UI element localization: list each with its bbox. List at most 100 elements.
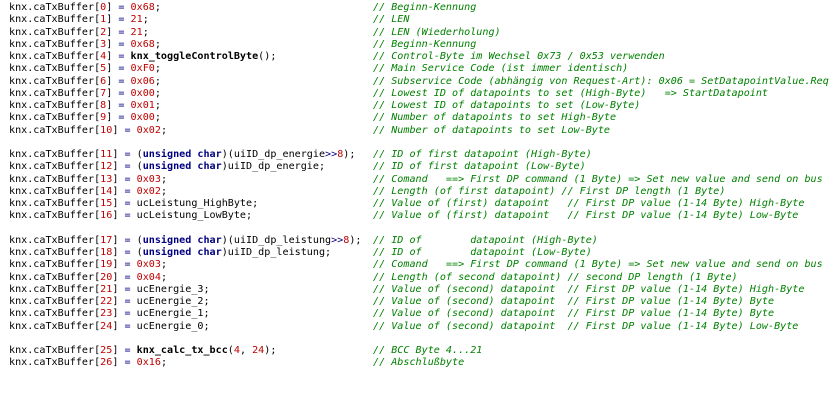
code-text: ; [160, 271, 168, 283]
operator: = [124, 259, 131, 271]
number-literal: 17 [100, 234, 113, 246]
code-statement: knx.caTxBuffer[14] = 0x02; [9, 186, 167, 198]
code-statement: knx.caTxBuffer[20] = 0x04; [9, 272, 167, 284]
number-literal: 23 [100, 308, 113, 320]
operator: >> [331, 234, 344, 246]
code-text: ; [154, 38, 161, 50]
code-statement: knx.caTxBuffer[16] = ucLeistung_LowByte; [9, 210, 252, 222]
code-comment: // Value of (first) datapoint // First D… [373, 210, 799, 222]
code-line: knx.caTxBuffer[1] = 21; // LEN [0, 14, 838, 26]
code-text: knx.caTxBuffer[ [9, 124, 101, 136]
code-text: ; [160, 357, 168, 369]
number-literal: 0x00 [130, 87, 155, 99]
code-text: ucEnergie_0; [130, 320, 210, 332]
code-statement: knx.caTxBuffer[25] = knx_calc_tx_bcc(4, … [9, 345, 276, 357]
code-text: ; [154, 75, 161, 87]
code-text: knx.caTxBuffer[ [9, 112, 101, 124]
code-comment: // Beginn-Kennung [373, 2, 477, 13]
code-text: ); [349, 234, 362, 246]
number-literal: 21 [100, 283, 113, 295]
code-text: ); [343, 149, 356, 160]
code-text: ; [154, 63, 161, 75]
code-statement: knx.caTxBuffer[9] = 0x00; [9, 112, 161, 124]
code-text: knx.caTxBuffer[ [9, 259, 101, 271]
number-literal: 16 [100, 210, 113, 222]
operator: = [124, 185, 131, 197]
code-comment: // ID of first datapoint (High-Byte) [373, 149, 592, 160]
code-text: ] [112, 271, 125, 283]
operator: = [118, 75, 125, 87]
code-text: ] [112, 345, 125, 356]
code-text: ( [130, 234, 143, 246]
code-line: knx.caTxBuffer[22] = ucEnergie_2;// Valu… [0, 296, 838, 308]
operator: = [124, 296, 131, 307]
function-name: knx_calc_tx_bcc [136, 345, 228, 356]
number-literal: 0x02 [136, 124, 161, 136]
number-literal: 4 [100, 51, 107, 62]
operator: = [124, 161, 131, 173]
code-text: ] [106, 38, 119, 50]
code-statement: knx.caTxBuffer[11] = (unsigned char)(uiI… [9, 149, 355, 161]
number-literal: 26 [100, 357, 113, 369]
code-comment: // ID of first datapoint (Low-Byte) [373, 161, 586, 173]
code-text: ] [112, 259, 125, 271]
code-comment: // Abschlußbyte [373, 357, 465, 369]
number-literal: 0 [100, 2, 107, 13]
operator: = [118, 14, 125, 26]
code-text: knx.caTxBuffer[ [9, 14, 101, 26]
number-literal: 18 [100, 247, 113, 258]
code-text: knx.caTxBuffer[ [9, 357, 101, 369]
operator: = [124, 345, 131, 356]
code-text: ] [106, 26, 119, 38]
operator: = [124, 308, 131, 320]
code-line: knx.caTxBuffer[2] = 21;// LEN (Wiederhol… [0, 27, 838, 39]
code-text: )(uiID_dp_leistung [221, 234, 332, 246]
type-keyword: unsigned char [142, 161, 222, 173]
code-text: ; [160, 173, 168, 185]
code-comment: // LEN (Wiederholung) [373, 26, 501, 38]
operator: = [118, 51, 125, 62]
code-text: ] [112, 210, 125, 222]
code-statement: knx.caTxBuffer[1] = 21; [9, 14, 149, 26]
code-text: ] [106, 51, 119, 62]
code-text: ] [106, 14, 119, 26]
code-text: ] [112, 247, 125, 258]
code-text: knx.caTxBuffer[ [9, 100, 101, 111]
code-comment: // Value of (second) datapoint // First … [373, 320, 799, 332]
code-line: knx.caTxBuffer[18] = (unsigned char)uiID… [0, 247, 838, 259]
operator: >> [325, 149, 338, 160]
code-line: knx.caTxBuffer[23] = ucEnergie_1;// Valu… [0, 308, 838, 320]
code-statement: knx.caTxBuffer[8] = 0x01; [9, 100, 161, 112]
code-comment: // Main Service Code (ist immer identisc… [373, 63, 629, 75]
operator: = [124, 247, 131, 258]
code-comment: // Length (of second datapoint) // secon… [373, 271, 738, 283]
code-comment: // Number of datapoints to set High-Byte [373, 112, 617, 124]
code-statement: knx.caTxBuffer[17] = (unsigned char)(uiI… [9, 235, 362, 247]
number-literal: 8 [100, 100, 107, 111]
type-keyword: unsigned char [142, 149, 222, 160]
code-comment: // Number of datapoints to set Low-Byte [373, 124, 611, 136]
code-comment: // Value of (first) datapoint // First D… [373, 198, 805, 209]
code-text: , [239, 345, 253, 356]
code-text: ] [106, 112, 119, 124]
code-statement: knx.caTxBuffer[5] = 0xF0; [9, 63, 161, 75]
code-statement: knx.caTxBuffer[0] = 0x68; [9, 2, 161, 14]
code-line: knx.caTxBuffer[4] = knx_toggleControlByt… [0, 51, 838, 63]
number-literal: 0x03 [136, 173, 161, 185]
code-statement: knx.caTxBuffer[4] = knx_toggleControlByt… [9, 51, 276, 63]
blank-line [0, 223, 838, 235]
operator: = [124, 124, 131, 136]
number-literal: 0x16 [136, 357, 161, 369]
code-text: ] [106, 75, 119, 87]
number-literal: 0xF0 [130, 63, 155, 75]
code-text: ucLeistung_HighByte; [130, 198, 259, 209]
code-line: knx.caTxBuffer[9] = 0x00; // Number of da… [0, 112, 838, 124]
code-text: knx.caTxBuffer[ [9, 38, 101, 50]
number-literal: 2 [100, 26, 107, 38]
number-literal: 0x04 [136, 271, 161, 283]
code-comment: // ID of datapoint (Low-Byte) [373, 247, 592, 258]
code-comment: // LEN [373, 14, 410, 26]
code-comment: // Lowest ID of datapoints to set (High-… [373, 87, 769, 99]
code-line: knx.caTxBuffer[11] = (unsigned char)(uiI… [0, 149, 838, 161]
